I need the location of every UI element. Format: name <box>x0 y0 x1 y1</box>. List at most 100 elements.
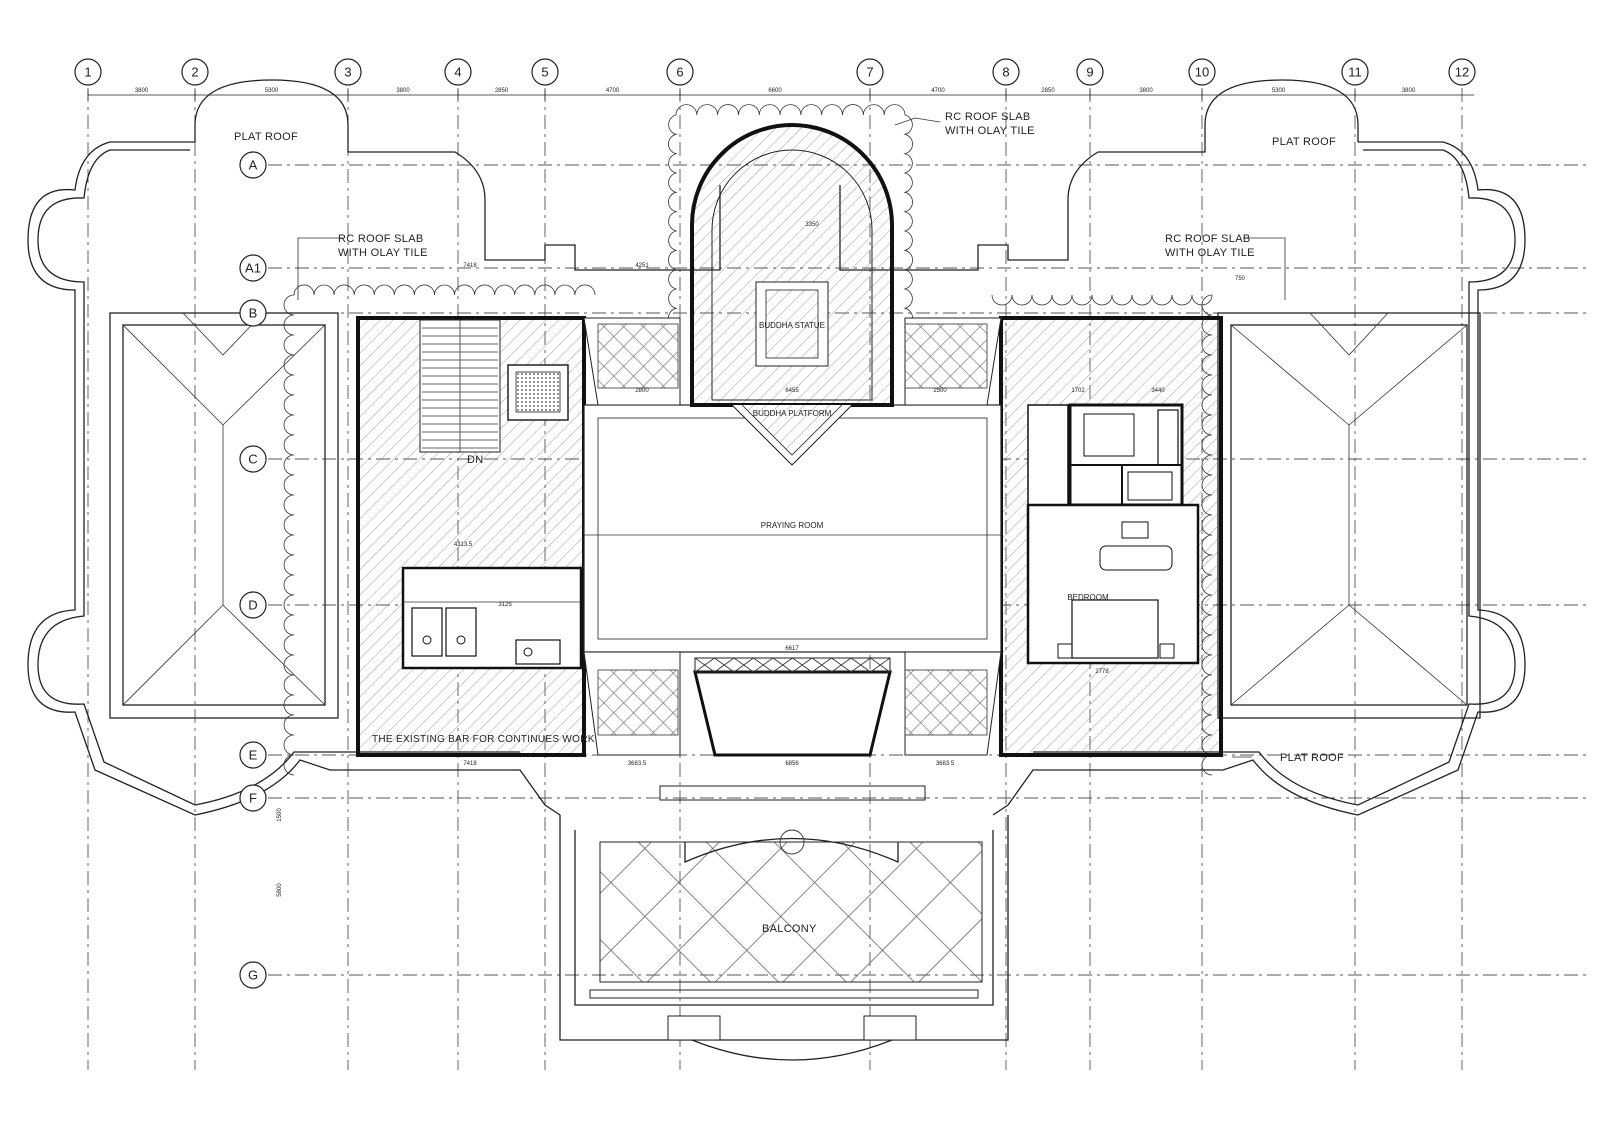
room-dimensions: 4251 7418 3350 6455 2800 2500 6617 6856 … <box>277 222 1246 897</box>
leader-lines <box>297 117 1286 758</box>
column-bubble-3: 3 <box>334 58 362 86</box>
top-dimension-value: 5300 <box>1272 88 1286 94</box>
dim-5800: 5800 <box>277 883 283 897</box>
dim-1500: 1500 <box>277 808 283 822</box>
svg-text:12: 12 <box>1455 65 1469 80</box>
right-block-interior <box>1026 403 1200 665</box>
plat-roof-left-label: PLAT ROOF <box>234 131 298 143</box>
column-bubble-12: 12 <box>1448 58 1476 86</box>
roof-slab-top-label-2: WITH OLAY TILE <box>945 125 1035 137</box>
buddha-platform-label: BUDDHA PLATFORM <box>753 409 832 418</box>
buddha-apse <box>690 123 894 466</box>
dim-7418-bottom: 7418 <box>463 761 477 767</box>
column-bubble-7: 7 <box>856 58 884 86</box>
balcony <box>559 785 1009 1061</box>
cross-band-line <box>753 657 774 673</box>
top-dimension-value: 2850 <box>1041 88 1055 94</box>
top-dimension-value: 6600 <box>768 88 782 94</box>
cross-band-line <box>831 657 852 673</box>
svg-text:10: 10 <box>1195 65 1209 80</box>
row-bubble-B: B <box>239 299 267 327</box>
top-dimension-value: 4700 <box>606 88 620 94</box>
dim-6856: 6856 <box>785 761 799 767</box>
dim-2500: 2500 <box>933 388 947 394</box>
svg-text:8: 8 <box>1002 65 1009 80</box>
buddha-statue-label: BUDDHA STATUE <box>759 321 825 330</box>
roof-slab-top-label-1: RC ROOF SLAB <box>945 111 1031 123</box>
scalloped-edge <box>668 104 913 406</box>
column-bubble-11: 11 <box>1341 58 1369 86</box>
row-bubble-E: E <box>239 741 267 769</box>
dim-3683-right: 3683.5 <box>936 761 955 767</box>
svg-text:B: B <box>249 306 258 321</box>
balcony-label: BALCONY <box>762 923 817 935</box>
top-dimension-value: 3800 <box>396 88 410 94</box>
top-dimension-value: 3800 <box>135 88 149 94</box>
svg-text:9: 9 <box>1086 65 1093 80</box>
row-bubble-F: F <box>239 784 267 812</box>
cross-band-line <box>870 657 891 673</box>
plan-labels: PLAT ROOF PLAT ROOF PLAT ROOF RC ROOF SL… <box>234 111 1344 935</box>
dim-3125: 3125 <box>498 602 512 608</box>
row-bubble-A1: A1 <box>239 254 267 282</box>
dim-6455: 6455 <box>785 388 799 394</box>
column-bubble-10: 10 <box>1188 58 1216 86</box>
cross-band-line <box>772 657 793 673</box>
left-block-interior <box>401 319 583 670</box>
dim-3683-left: 3683.5 <box>628 761 647 767</box>
svg-text:A1: A1 <box>245 261 261 276</box>
dim-3440: 3440 <box>1151 388 1165 394</box>
svg-text:1: 1 <box>84 65 91 80</box>
roof-slab-left-label-1: RC ROOF SLAB <box>338 233 424 245</box>
row-bubble-A: A <box>239 151 267 179</box>
right-wing-roof-outline <box>839 79 1526 816</box>
left-pitched-roof <box>109 312 339 719</box>
svg-text:6: 6 <box>676 65 683 80</box>
svg-text:C: C <box>248 452 257 467</box>
roof-slab-right-label-1: RC ROOF SLAB <box>1165 233 1251 245</box>
dim-7418-top: 7418 <box>463 263 477 269</box>
top-dimension-value: 2850 <box>495 88 509 94</box>
top-dimension-value: 3800 <box>1139 88 1153 94</box>
bedroom-label: BEDROOM <box>1067 593 1109 602</box>
dim-4251: 4251 <box>635 263 649 269</box>
column-bubble-6: 6 <box>666 58 694 86</box>
row-bubble-D: D <box>239 591 267 619</box>
cross-band-line <box>694 657 715 673</box>
right-pitched-roof <box>1217 312 1481 719</box>
dim-2778: 2778 <box>1095 669 1109 675</box>
svg-text:E: E <box>249 748 258 763</box>
top-dimension-value: 3800 <box>1402 88 1416 94</box>
existing-bar-label: THE EXISTING BAR FOR CONTINUES WORK <box>372 734 595 745</box>
plat-roof-right-label: PLAT ROOF <box>1272 136 1336 148</box>
row-bubble-C: C <box>239 445 267 473</box>
down-stair-label: DN <box>467 454 484 466</box>
svg-text:2: 2 <box>191 65 198 80</box>
roof-slab-left-label-2: WITH OLAY TILE <box>338 247 428 259</box>
top-dimension-value: 5300 <box>265 88 279 94</box>
svg-text:4: 4 <box>454 65 461 80</box>
column-bubble-1: 1 <box>74 58 102 86</box>
dim-2800: 2800 <box>635 388 649 394</box>
dim-6617: 6617 <box>785 646 799 652</box>
cross-band-line <box>733 657 754 673</box>
svg-text:A: A <box>249 158 258 173</box>
svg-text:F: F <box>249 791 257 806</box>
column-bubble-9: 9 <box>1076 58 1104 86</box>
svg-text:3: 3 <box>344 65 351 80</box>
top-dimension-value: 4700 <box>931 88 945 94</box>
cross-band-line <box>811 657 832 673</box>
dim-750: 750 <box>1235 276 1246 282</box>
svg-text:D: D <box>248 598 257 613</box>
plat-roof-bottom-label: PLAT ROOF <box>1280 752 1344 764</box>
cross-band-line <box>792 657 813 673</box>
cross-band-line <box>714 657 735 673</box>
cross-band-line <box>850 657 871 673</box>
main-building <box>356 316 1223 757</box>
praying-room-label: PRAYING ROOM <box>761 521 824 530</box>
column-bubble-4: 4 <box>444 58 472 86</box>
roof-slab-right-label-2: WITH OLAY TILE <box>1165 247 1255 259</box>
